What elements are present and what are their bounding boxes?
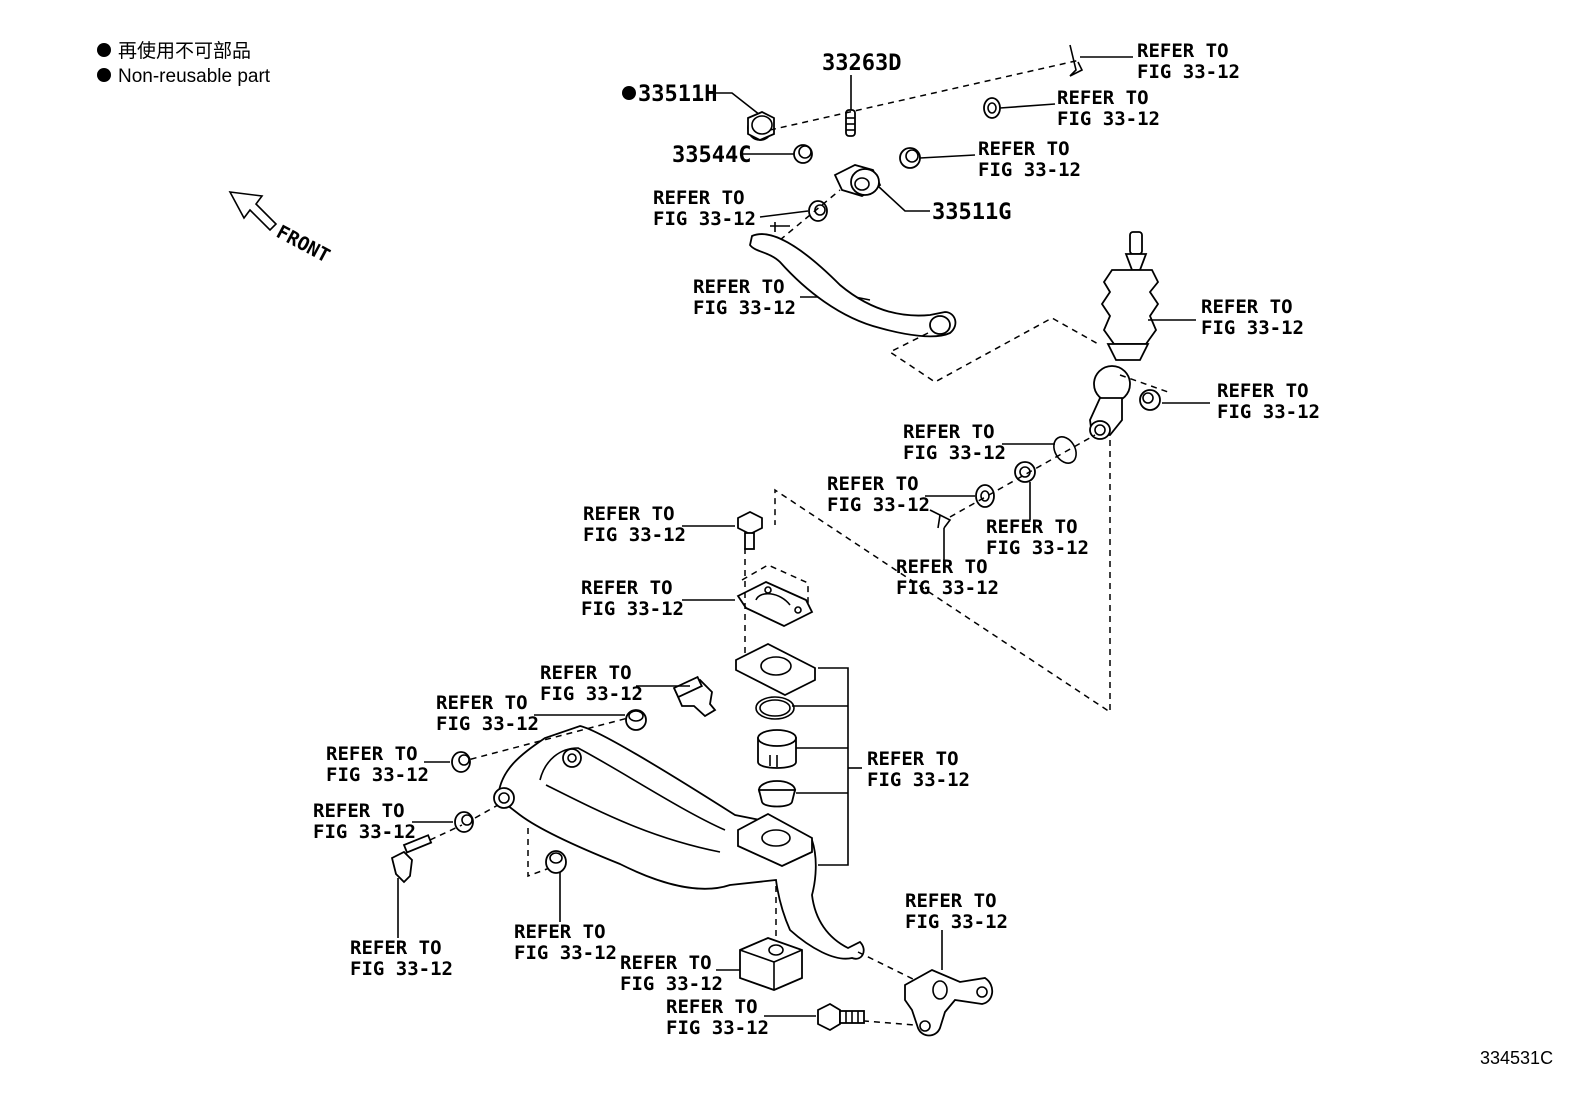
joint-33511G-icon [833,164,882,197]
refer-label-fig: FIG 33-12 [514,942,617,964]
lower-mounts [716,930,994,1037]
refer-label: REFER TO [540,662,632,684]
refer-label-fig: FIG 33-12 [653,208,756,230]
cotter-pin-icon [929,509,952,529]
bellows-icon [757,729,797,769]
shift-lever-icon [1089,231,1160,440]
refer-label-fig: FIG 33-12 [905,911,1008,933]
refer-label: REFER TO [978,138,1070,160]
refer-label: REFER TO [326,743,418,765]
refer-label: REFER TO [693,276,785,298]
flange-bolt-icon [817,1002,865,1032]
refer-label-fig: FIG 33-12 [436,713,539,735]
lower-left-parts [390,675,717,938]
retainer-icon [736,581,814,628]
refer-label: REFER TO [581,577,673,599]
bushing-33511H-icon [747,111,775,141]
washer-small-icon [975,484,995,508]
o-ring-icon [1053,436,1077,464]
refer-label: REFER TO [896,556,988,578]
bushing-b-icon [451,751,471,773]
refer-label: REFER TO [867,748,959,770]
refer-label-fig: FIG 33-12 [666,1017,769,1039]
bushing-d-icon [545,850,567,874]
plate-icon [735,642,816,697]
refer-label-fig: FIG 33-12 [313,821,416,843]
legend-japanese: 再使用不可部品 [118,40,251,62]
front-label: FRONT [273,221,334,267]
refer-label-fig: FIG 33-12 [350,958,453,980]
mount-block-icon [739,937,803,991]
refer-label: REFER TO [514,921,606,943]
refer-label-fig: FIG 33-12 [540,683,643,705]
refer-label: REFER TO [1217,380,1309,402]
refer-label-fig: FIG 33-12 [326,764,429,786]
refer-label: REFER TO [1201,296,1293,318]
refer-label-fig: FIG 33-12 [978,159,1081,181]
front-arrow-icon [228,191,278,232]
control-rod-icon [749,222,957,338]
cap-icon [757,780,797,808]
bracket-icon [904,968,994,1037]
legend-english: Non-reusable part [118,66,271,87]
figure-number: 334531C [1480,1048,1553,1068]
non-reusable-marker-icon [622,86,636,100]
refer-label-fig: FIG 33-12 [693,297,796,319]
refer-label-fig: FIG 33-12 [867,769,970,791]
pivot-pin-icon [672,675,717,718]
refer-label: REFER TO [827,473,919,495]
refer-label: REFER TO [350,937,442,959]
middle-parts [682,510,862,866]
pin-33263D-icon [845,109,856,137]
refer-label-fig: FIG 33-12 [903,442,1006,464]
refer-label: REFER TO [1057,87,1149,109]
upper-bushing-icon [899,147,921,169]
refer-label-fig: FIG 33-12 [620,973,723,995]
refer-label-fig: FIG 33-12 [986,537,1089,559]
part-number-labels: 33511H 33263D 33544C 33511G [622,51,1011,225]
lever-bushing-icon [1139,389,1161,411]
refer-label-fig: FIG 33-12 [896,577,999,599]
refer-label: REFER TO [313,800,405,822]
part-33511G: 33511G [932,200,1011,225]
bushing-33544C-icon [793,144,813,164]
bushing-c-icon [454,811,474,833]
shift-lever-upper [747,44,1101,383]
bolt-icon [737,510,763,550]
refer-label: REFER TO [583,503,675,525]
refer-label-fig: FIG 33-12 [1201,317,1304,339]
refer-label: REFER TO [1137,40,1229,62]
refer-label: REFER TO [666,996,758,1018]
non-reusable-bullet-icon [97,43,111,57]
housing-icon [493,725,865,960]
refer-label: REFER TO [986,516,1078,538]
refer-label-fig: FIG 33-12 [827,494,930,516]
refer-label: REFER TO [905,890,997,912]
refer-labels: REFER TO FIG 33-12 REFER TO FIG 33-12 RE… [313,40,1320,1039]
bolt-small-icon [390,834,433,884]
part-33263D: 33263D [822,51,901,76]
refer-label-fig: FIG 33-12 [583,524,686,546]
legend: 再使用不可部品 Non-reusable part [97,40,271,87]
gasket-icon [755,696,795,720]
part-33511H: 33511H [638,82,717,107]
part-33544C: 33544C [672,143,751,168]
refer-label-fig: FIG 33-12 [1217,401,1320,423]
refer-label-fig: FIG 33-12 [1137,61,1240,83]
refer-label: REFER TO [620,952,712,974]
lower-bushing-icon [808,200,828,222]
washer-icon [983,97,1001,119]
refer-label: REFER TO [653,187,745,209]
non-reusable-bullet-icon [97,68,111,82]
refer-label-fig: FIG 33-12 [581,598,684,620]
lever-housing [459,717,916,1026]
bushing-a-icon [625,709,647,731]
front-arrow: FRONT [228,191,334,267]
refer-label-fig: FIG 33-12 [1057,108,1160,130]
shift-lever-assembly [774,231,1210,714]
refer-label: REFER TO [436,692,528,714]
refer-label: REFER TO [903,421,995,443]
